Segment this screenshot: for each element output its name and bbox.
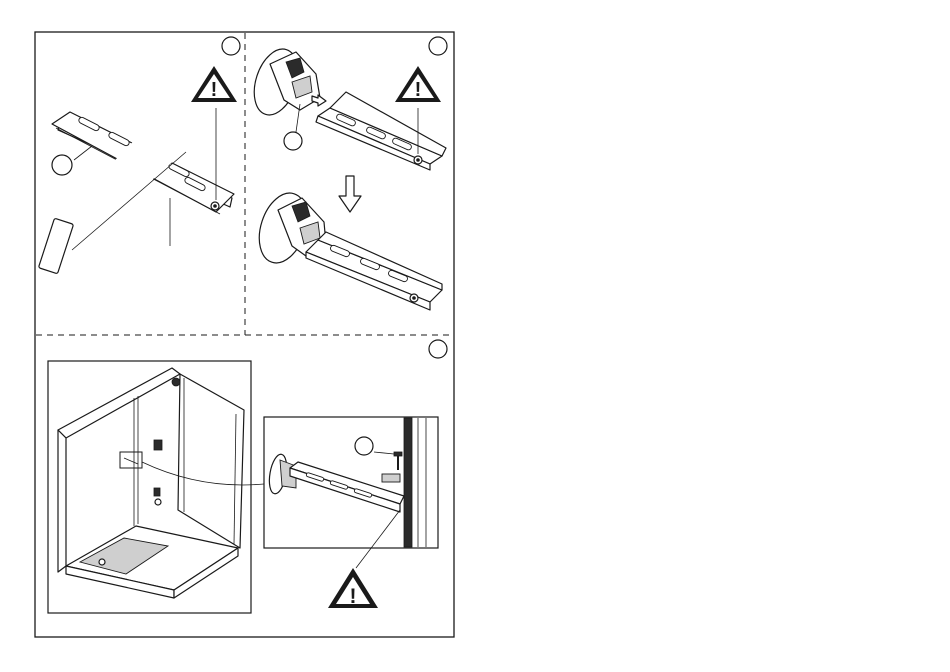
warning-symbol: ! [350, 585, 357, 608]
warning-symbol: ! [211, 79, 218, 101]
warning-symbol: ! [415, 79, 422, 101]
rail-top-view [316, 92, 446, 170]
step-1-marker [222, 37, 240, 55]
panel-cut-rail: ! [38, 37, 240, 274]
panel-fix-rail: ! [48, 340, 447, 613]
warning-fix-rail: ! [328, 568, 378, 608]
callout-hacksaw [52, 155, 72, 175]
insert-arrow [312, 95, 326, 106]
panel-attach-rail: ! [246, 37, 447, 310]
callout-screw [355, 437, 373, 455]
step-2-marker [429, 37, 447, 55]
down-arrow [339, 176, 361, 212]
wall-holder-top [246, 43, 320, 120]
warning-cut-rail: ! [191, 66, 237, 102]
step-3-marker [429, 340, 447, 358]
callout-holder [284, 132, 302, 150]
warning-attach-rail: ! [395, 66, 441, 102]
